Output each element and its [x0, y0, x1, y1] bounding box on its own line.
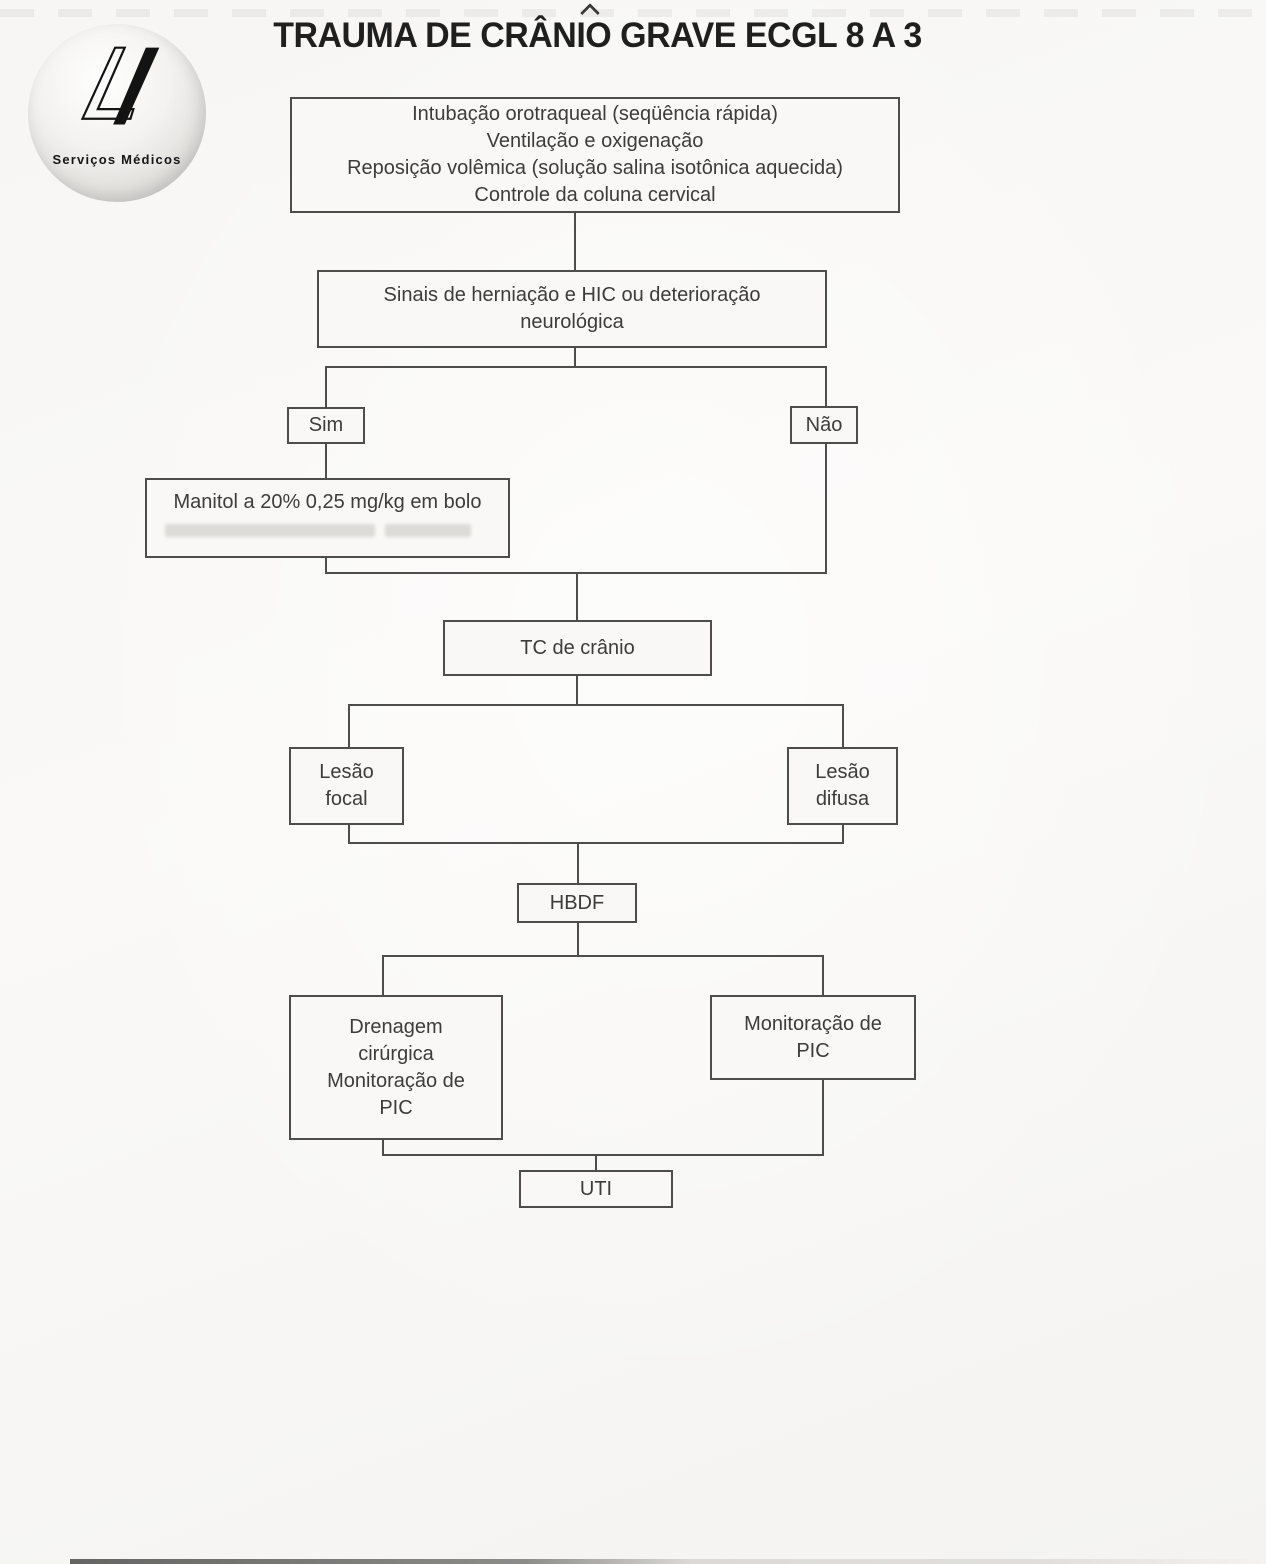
node-text-line: HBDF [549, 891, 605, 914]
edge-split-sim-nao [325, 366, 827, 368]
edge-to-nao [825, 366, 827, 406]
node-text-line: neurológica [520, 311, 624, 333]
node-text-line: Lesão [815, 761, 870, 783]
edge-merge-before-hbdf [348, 842, 844, 844]
edge-to-drenagem [382, 955, 384, 995]
node-text-line: UTI [579, 1177, 613, 1200]
edge-manitol-down [325, 558, 327, 574]
node-text-line: Monitoração de [327, 1069, 465, 1092]
edge-hbdf-down [577, 923, 579, 957]
edge-sim-to-manitol [325, 444, 327, 478]
edge-merge-before-uti [382, 1154, 824, 1156]
top-edge-artifact [0, 9, 1266, 17]
faded-text-artifact [165, 524, 375, 537]
node-text-line: Drenagem [349, 1015, 443, 1038]
edge-to-difusa [842, 704, 844, 747]
faded-text-artifact [385, 524, 471, 537]
edge-difusa-down [842, 825, 844, 844]
node-text-line: Monitoração de [744, 1012, 882, 1035]
node-hbdf: HBDF [517, 883, 637, 923]
node-herniation-signs: Sinais de herniação e HIC ou deterioraçã… [317, 270, 827, 348]
node-text-line: TC de crânio [520, 636, 635, 659]
page-title: TRAUMA DE CRÂNIO GRAVE ECGL 8 A 3 [273, 16, 922, 55]
node-yes: Sim [287, 407, 365, 444]
node-no: Não [790, 406, 858, 444]
node-text-line: Sinais de herniação e HIC ou deterioraçã… [383, 284, 761, 306]
edge-nao-down [825, 444, 827, 574]
node-text-line: PIC [796, 1039, 830, 1062]
node-diffuse-lesion: Lesão difusa [787, 747, 898, 825]
bottom-edge-artifact [70, 1559, 1266, 1564]
node-focal-lesion: Lesão focal [289, 747, 404, 825]
edge-to-tc [576, 572, 578, 620]
edge-tc-down [576, 676, 578, 706]
edge-split-treatment [382, 955, 824, 957]
node-text-line: Sim [308, 414, 344, 436]
node-text-line: cirúrgica [358, 1042, 434, 1065]
node-text-line: Não [805, 413, 843, 436]
node-text-line: focal [325, 788, 368, 810]
edge-monitoracao-down [822, 1080, 824, 1156]
node-text-line: Controle da coluna cervical [474, 184, 716, 206]
node-text-line: difusa [815, 788, 870, 810]
edge-focal-down [348, 825, 350, 844]
lv-monogram-icon [80, 46, 160, 125]
node-initial-management: Intubação orotraqueal (seqüência rápida)… [290, 97, 900, 213]
node-ct-scan: TC de crânio [443, 620, 712, 676]
node-surgical-drainage: Drenagem cirúrgica Monitoração de PIC [289, 995, 503, 1140]
node-text-line: PIC [379, 1096, 413, 1119]
node-text-line: Lesão [319, 761, 374, 783]
node-text-line: Ventilação e oxigenação [486, 130, 704, 152]
edge-to-focal [348, 704, 350, 747]
node-mannitol: Manitol a 20% 0,25 mg/kg em bolo [145, 478, 510, 558]
edge-drenagem-down [382, 1140, 384, 1156]
logo-subtitle: Serviços Médicos [52, 152, 182, 167]
edge-to-sim [325, 366, 327, 407]
lv-servicos-medicos-logo: Serviços Médicos [28, 24, 206, 202]
node-text-line: Reposição volêmica (solução salina isotô… [347, 157, 843, 179]
edge-to-hbdf [577, 842, 579, 883]
edge-to-monitoracao [822, 955, 824, 995]
edge-split-lesao [348, 704, 844, 706]
node-text-line: Intubação orotraqueal (seqüência rápida) [412, 103, 778, 125]
edge-sinais-down [574, 348, 576, 367]
node-icp-monitoring: Monitoração de PIC [710, 995, 916, 1080]
node-text-line: Manitol a 20% 0,25 mg/kg em bolo [173, 491, 482, 513]
edge-to-uti [595, 1154, 597, 1170]
node-icu: UTI [519, 1170, 673, 1208]
edge-initial-to-sinais [574, 213, 576, 270]
